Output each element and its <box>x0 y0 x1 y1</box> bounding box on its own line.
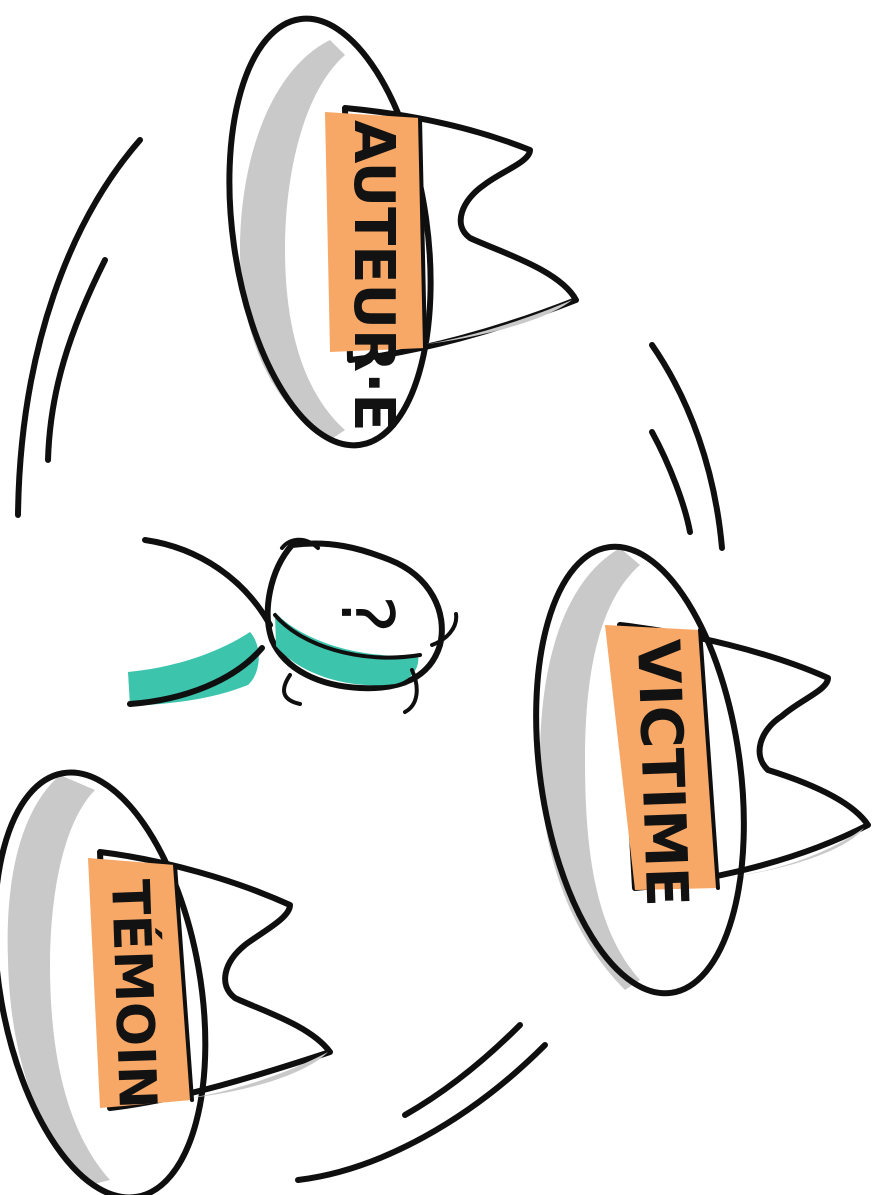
foot <box>282 673 302 706</box>
confused-character: ? <box>127 537 459 714</box>
plate-shadow <box>240 40 345 440</box>
head-teal-band <box>275 612 419 686</box>
plate-shadow <box>7 775 110 1185</box>
plate-rim <box>533 543 747 997</box>
stand-body <box>617 622 871 891</box>
role-label: TÉMOIN <box>99 878 168 1110</box>
head-outline <box>264 540 445 692</box>
label-band-outline <box>173 863 194 1102</box>
arc-left-outer <box>15 137 143 518</box>
role-temoin: TÉMOIN <box>0 769 333 1195</box>
plate-rim <box>0 769 209 1195</box>
arc-right-inner <box>649 429 693 535</box>
arc-right-outer <box>649 342 725 551</box>
head-outline-front <box>273 613 422 660</box>
ear-left <box>280 537 320 550</box>
hand-right <box>403 612 459 714</box>
question-mark-icon: ? <box>325 595 409 633</box>
cycle-arcs <box>15 137 725 1183</box>
role-label: AUTEUR·E <box>341 120 406 432</box>
stand-base-shadow <box>420 300 572 345</box>
arm-upper <box>142 537 273 628</box>
arc-left-inner <box>45 257 108 463</box>
arc-bottom-outer <box>295 1042 548 1183</box>
plate-rim <box>226 15 434 449</box>
teal-scarf <box>128 632 259 706</box>
role-label: VICTIME <box>624 638 701 908</box>
label-band <box>325 112 425 352</box>
label-band-outline <box>418 116 427 350</box>
label-band <box>88 858 192 1108</box>
label-band-outline <box>698 628 720 890</box>
role-auteur: AUTEUR·E <box>226 15 579 449</box>
role-victime: VICTIME <box>533 543 871 997</box>
label-band <box>605 625 718 890</box>
arc-bottom-inner <box>402 1022 523 1118</box>
arm-lower <box>127 645 265 707</box>
stand-body <box>97 849 333 1111</box>
